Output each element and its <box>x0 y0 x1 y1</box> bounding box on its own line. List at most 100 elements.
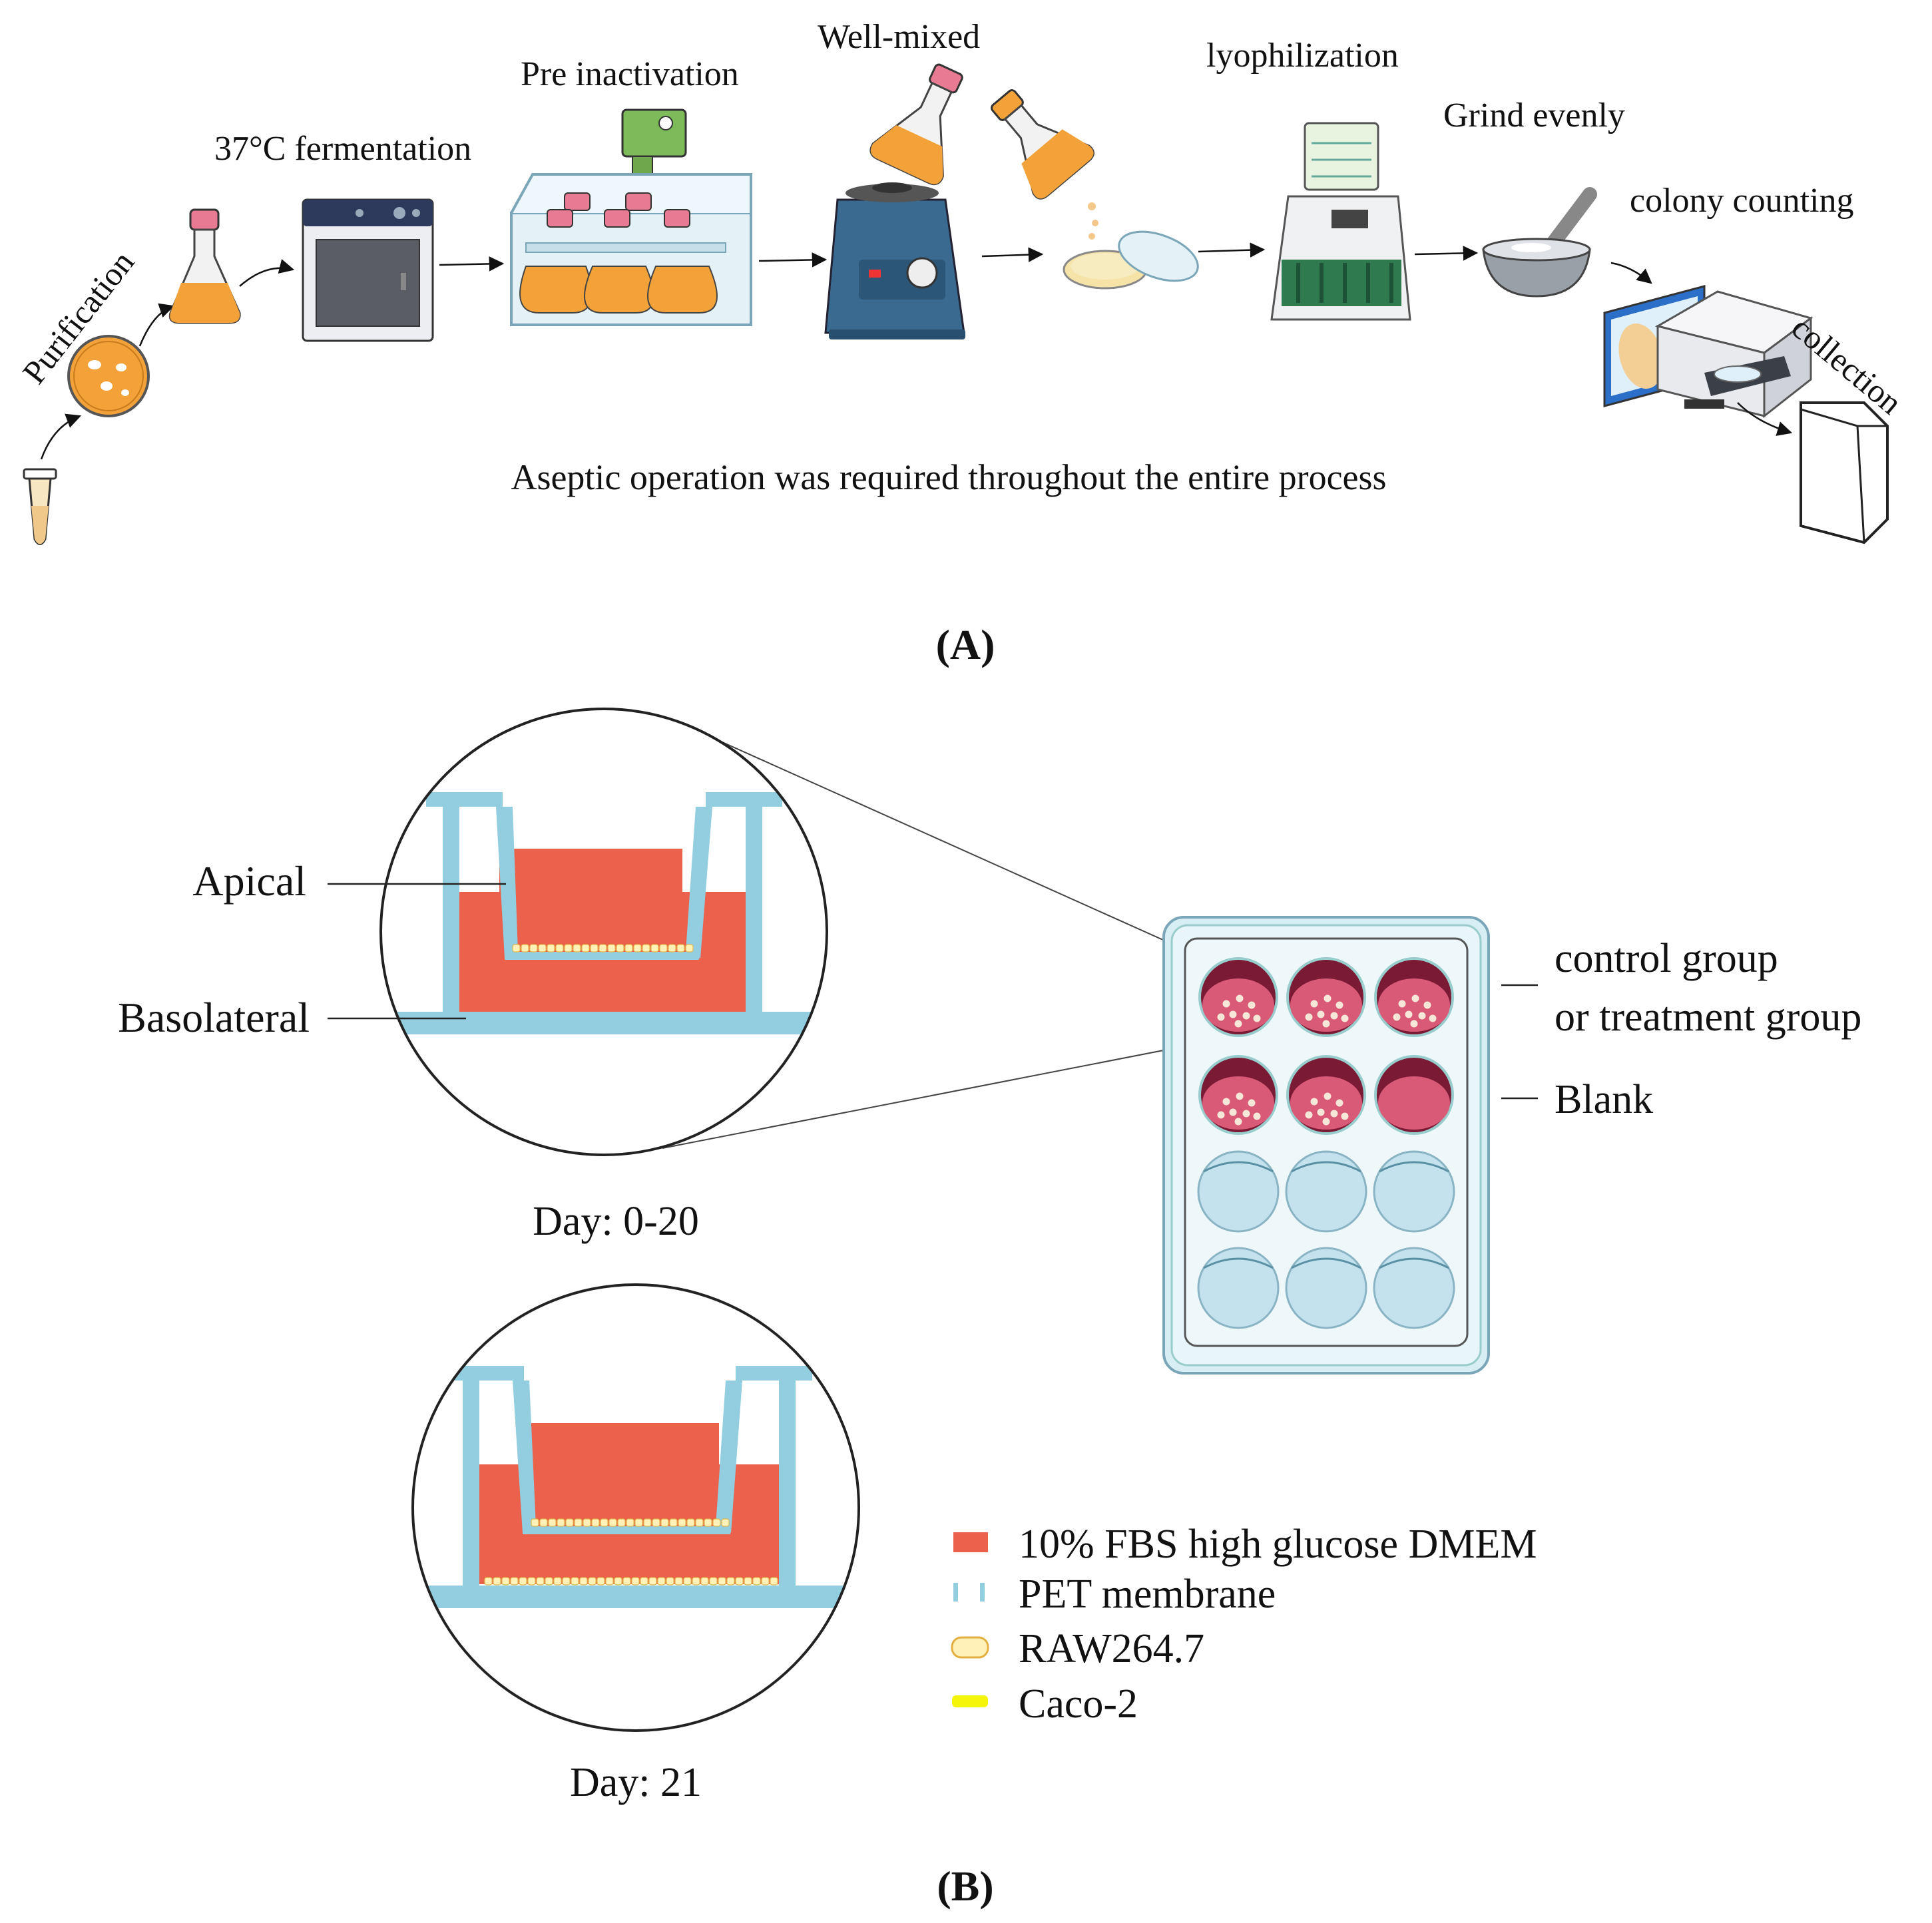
cell <box>633 944 642 953</box>
blank-label: Blank <box>1555 1077 1653 1122</box>
cell <box>660 1518 669 1527</box>
cell <box>643 1518 652 1527</box>
collection-bag-icon <box>1800 401 1889 544</box>
cell <box>761 1577 770 1586</box>
cell <box>538 944 547 953</box>
cell <box>657 1577 666 1586</box>
well <box>1286 1055 1366 1135</box>
step-pre-inactivation-label: Pre inactivation <box>521 55 739 93</box>
cell <box>521 944 529 953</box>
step-grind-label: Grind evenly <box>1443 97 1625 134</box>
cell <box>581 944 590 953</box>
cell <box>692 1577 700 1586</box>
cell <box>726 1577 735 1586</box>
cell <box>553 1577 562 1586</box>
cell <box>555 944 564 953</box>
step-fermentation-label: 37°C fermentation <box>214 130 471 168</box>
arrow-bath-to-vortex <box>758 252 828 268</box>
cell <box>634 1518 643 1527</box>
cell <box>501 1577 510 1586</box>
cell <box>770 1577 778 1586</box>
cell <box>752 1577 761 1586</box>
legend-label-caco2: Caco-2 <box>1019 1681 1138 1727</box>
well <box>1198 957 1278 1037</box>
vortex-mixer-icon <box>824 63 965 339</box>
cell <box>510 1577 519 1586</box>
cell <box>597 1577 605 1586</box>
legend: 10% FBS high glucose DMEM PET membrane R… <box>951 1522 1537 1727</box>
mortar-pestle-icon <box>1482 187 1597 298</box>
petri-dish-icon <box>67 335 150 417</box>
sample-tube-icon <box>23 468 57 545</box>
cell <box>547 944 555 953</box>
cell <box>608 1518 617 1527</box>
cell <box>678 1518 686 1527</box>
cell <box>683 1577 692 1586</box>
legend-label-dmem: 10% FBS high glucose DMEM <box>1019 1522 1537 1567</box>
cell <box>640 1577 648 1586</box>
pouring-dish-icon <box>991 89 1199 290</box>
well <box>1285 1150 1367 1233</box>
zoom-line-top <box>722 742 1242 976</box>
cell <box>721 1518 730 1527</box>
panel-a-label: (A) <box>936 621 995 668</box>
cell <box>668 944 676 953</box>
cell <box>735 1577 744 1586</box>
cell <box>712 1518 721 1527</box>
cell <box>599 944 607 953</box>
well-plate-icon <box>1162 916 1490 1375</box>
cell <box>666 1577 674 1586</box>
cell <box>545 1577 553 1586</box>
legend-label-pet: PET membrane <box>1019 1572 1276 1617</box>
cell <box>548 1518 557 1527</box>
legend-swatch-dmem <box>953 1532 988 1552</box>
arrow-dish-to-lyophilizer <box>1198 242 1266 258</box>
cell <box>571 1577 579 1586</box>
well <box>1197 1150 1280 1233</box>
cell <box>531 1518 539 1527</box>
day-21-label: Day: 21 <box>570 1760 702 1805</box>
well <box>1286 957 1366 1037</box>
well <box>1374 1055 1454 1135</box>
arrow-counter-to-bag <box>1737 402 1793 436</box>
arrow-mortar-to-counter <box>1610 262 1652 284</box>
cell <box>704 1518 712 1527</box>
cell <box>484 1577 493 1586</box>
arrow-incubator-to-bath <box>439 256 505 272</box>
cell <box>685 944 694 953</box>
cell <box>590 944 599 953</box>
zoom-circle-top <box>379 708 828 1156</box>
basolateral-label: Basolateral <box>118 994 310 1041</box>
cell <box>574 1518 583 1527</box>
caco2-cells-row <box>512 944 694 953</box>
transwell-day-0-20 <box>381 792 827 1034</box>
well <box>1285 1247 1367 1329</box>
arrow-vortex-to-freeze <box>981 247 1044 262</box>
cell <box>659 944 668 953</box>
legend-swatch-pet <box>953 1583 985 1602</box>
cell <box>605 1577 614 1586</box>
cell <box>648 1577 657 1586</box>
panel-b-label: (B) <box>937 1862 993 1910</box>
cell <box>744 1577 752 1586</box>
well <box>1197 1247 1280 1329</box>
legend-label-raw: RAW264.7 <box>1019 1626 1204 1671</box>
cell <box>617 1518 626 1527</box>
legend-swatch-caco2 <box>952 1695 988 1707</box>
cell <box>631 1577 640 1586</box>
step-lyophilization-label: lyophilization <box>1206 37 1399 75</box>
cell <box>573 944 581 953</box>
arrow-lyophilizer-to-mortar <box>1414 246 1479 261</box>
cell <box>642 944 650 953</box>
water-bath-icon <box>510 108 752 326</box>
legend-swatch-raw <box>951 1636 989 1659</box>
cell <box>669 1518 678 1527</box>
incubator-icon <box>302 198 434 342</box>
cell <box>626 1518 634 1527</box>
well <box>1373 1150 1455 1233</box>
control-group-label: control group <box>1555 936 1778 981</box>
cell <box>529 944 538 953</box>
apical-label: Apical <box>192 857 306 905</box>
cell <box>676 944 685 953</box>
